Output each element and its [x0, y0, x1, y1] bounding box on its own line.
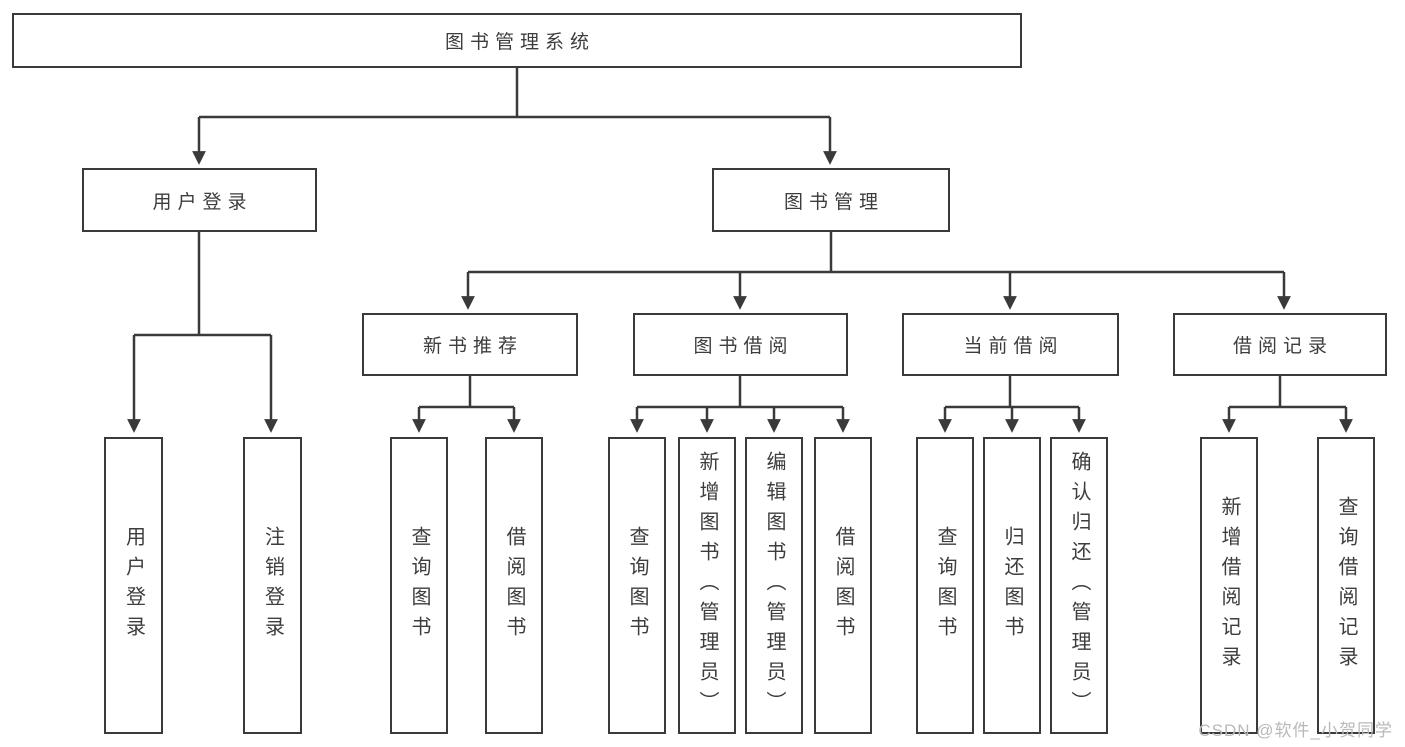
wire-group-user-login — [127, 232, 278, 433]
node-new-book-recommend: 新书推荐 — [362, 313, 578, 376]
leaf-bb-edit-books-admin: 编辑图书（管理员） — [745, 437, 803, 734]
leaf-user-login: 用户登录 — [104, 437, 163, 734]
leaf-br-query-record: 查询借阅记录 — [1317, 437, 1375, 734]
node-book-borrow: 图书借阅 — [633, 313, 848, 376]
csdn-watermark: CSDN @软件_小贺同学 — [1198, 721, 1393, 740]
node-book-management: 图书管理 — [712, 168, 950, 232]
wire-group-book-borrow — [630, 376, 850, 433]
wire-group-current-borrow — [938, 376, 1086, 433]
leaf-cb-return-books: 归还图书 — [983, 437, 1041, 734]
leaf-br-add-record: 新增借阅记录 — [1200, 437, 1258, 734]
node-current-borrow: 当前借阅 — [902, 313, 1119, 376]
wire-group-new-book-rec — [412, 376, 521, 433]
leaf-cb-confirm-return-admin: 确认归还（管理员） — [1050, 437, 1108, 734]
leaf-cb-query-books: 查询图书 — [916, 437, 974, 734]
leaf-logout: 注销登录 — [243, 437, 302, 734]
leaf-bb-borrow-books: 借阅图书 — [814, 437, 872, 734]
leaf-nbr-query-books: 查询图书 — [390, 437, 448, 734]
node-user-login: 用户登录 — [82, 168, 317, 232]
wire-group-borrow-records — [1222, 376, 1353, 433]
leaf-nbr-borrow-books: 借阅图书 — [485, 437, 543, 734]
leaf-bb-query-books: 查询图书 — [608, 437, 666, 734]
node-borrow-records: 借阅记录 — [1173, 313, 1387, 376]
wire-group-book-mgmt — [461, 232, 1291, 310]
node-root-system: 图书管理系统 — [12, 13, 1022, 68]
wire-group-root — [192, 68, 837, 165]
leaf-bb-add-books-admin: 新增图书（管理员） — [678, 437, 736, 734]
